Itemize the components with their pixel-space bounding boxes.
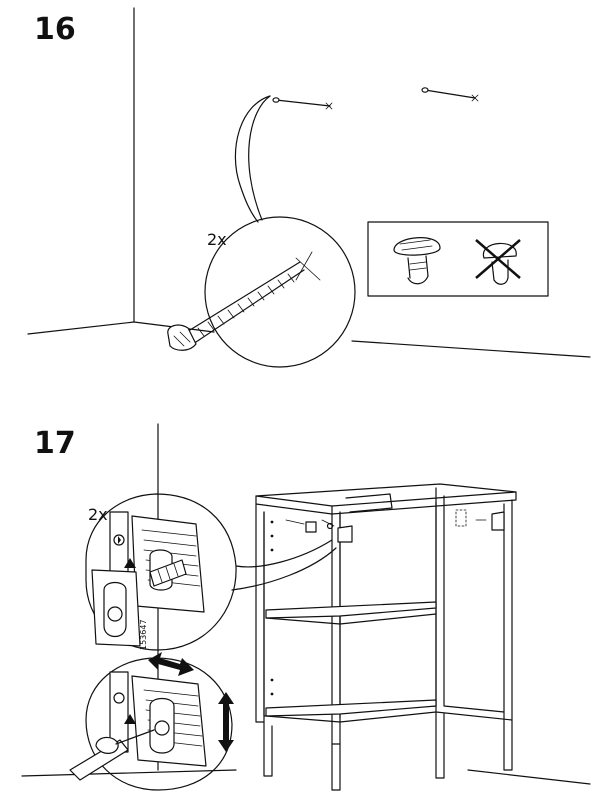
crossed-out-screw-icon: [475, 239, 521, 285]
step-number-17: 17: [34, 426, 76, 461]
zoom-pointer: [234, 95, 271, 223]
part-number-label: 153647: [139, 619, 148, 650]
wall-screw-left: [272, 97, 333, 110]
cabinet-illustration: [255, 483, 517, 791]
step17-quantity-label: 2x: [88, 505, 108, 524]
screw-detail-circle: [167, 216, 356, 368]
wall-screw-right: [421, 87, 479, 102]
screw-icon: [167, 261, 305, 351]
step16-quantity-label: 2x: [207, 230, 227, 249]
double-arrow-horizontal-icon: [148, 652, 194, 676]
detail-pointer: [235, 539, 333, 568]
step-number-16: 16: [34, 12, 76, 47]
round-head-screw-icon: [393, 237, 441, 285]
bracket-detail-circle-top: [85, 493, 237, 651]
double-arrow-vertical-icon: [218, 692, 234, 752]
bracket-detail-circle-bottom: [69, 657, 233, 791]
screwdriver-icon: [69, 729, 155, 781]
step16-wall-scene: [27, 7, 591, 358]
screw-comparison-box: [367, 221, 549, 297]
